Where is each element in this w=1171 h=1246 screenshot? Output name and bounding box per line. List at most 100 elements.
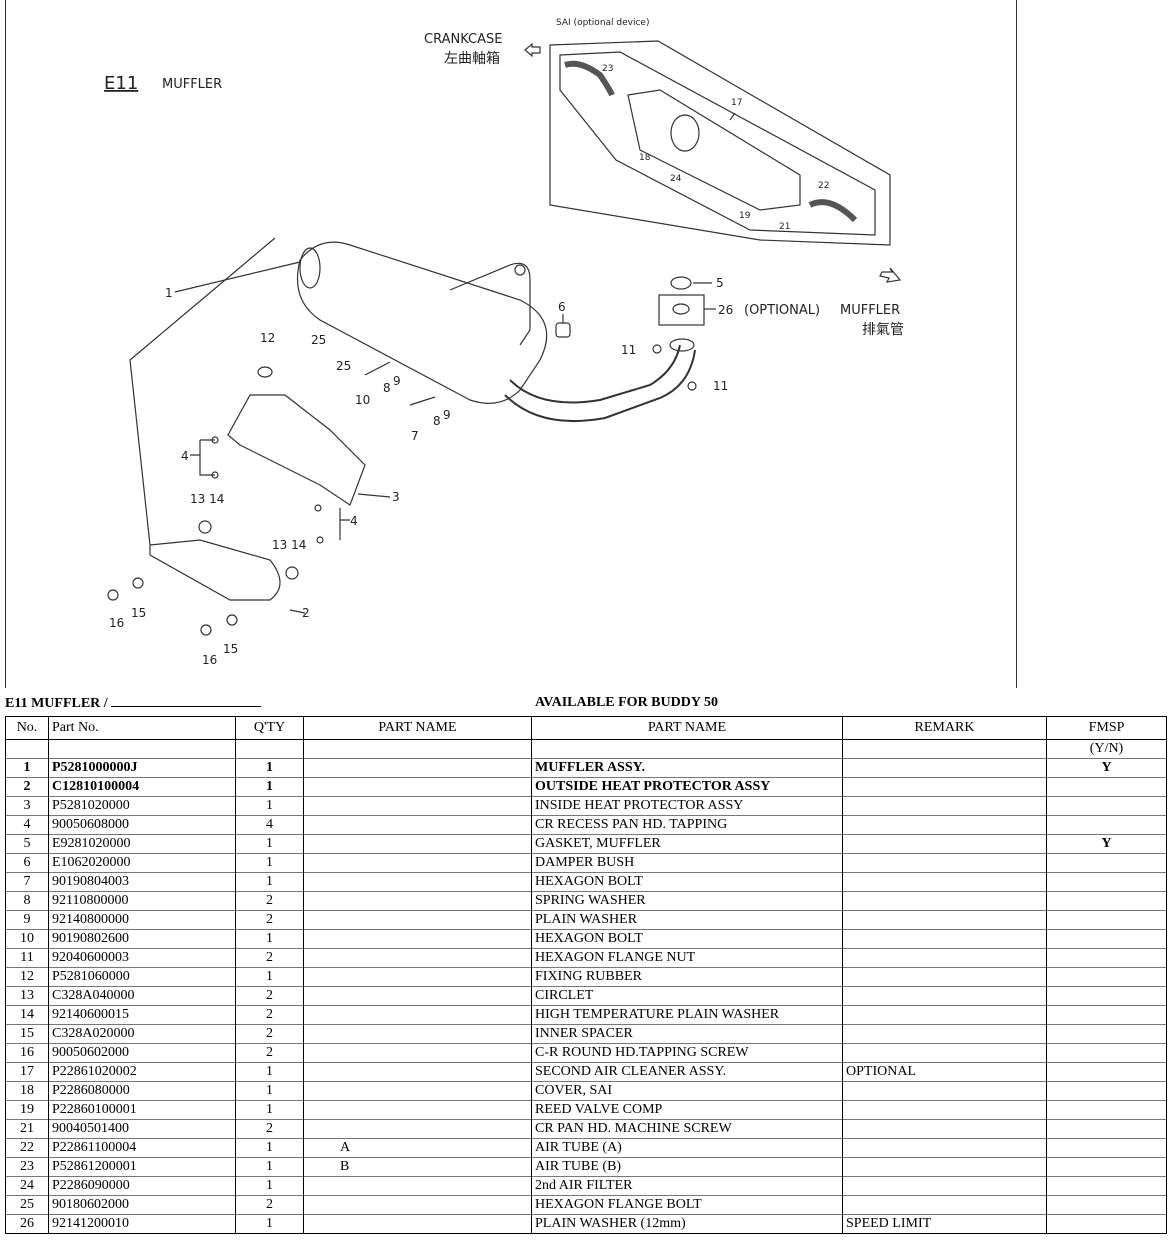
part-name-alt [303, 777, 532, 797]
callout: 1 [165, 286, 173, 300]
remark [842, 777, 1047, 797]
part-name-alt [303, 1176, 532, 1196]
row-no: 7 [5, 872, 49, 892]
fmsp [1046, 986, 1167, 1006]
callout: 23 [602, 64, 613, 74]
row-no: 6 [5, 853, 49, 873]
arrow-down-right-icon [879, 267, 902, 283]
quantity: 2 [235, 1043, 304, 1063]
callout: 17 [731, 98, 742, 108]
quantity: 2 [235, 986, 304, 1006]
part-number: C328A040000 [48, 986, 236, 1006]
fmsp [1046, 815, 1167, 835]
remark [842, 853, 1047, 873]
row-no: 8 [5, 891, 49, 911]
remark [842, 796, 1047, 816]
quantity: 1 [235, 1062, 304, 1082]
part-number: P5281060000 [48, 967, 236, 987]
part-name: INSIDE HEAT PROTECTOR ASSY [531, 796, 843, 816]
quantity: 1 [235, 1081, 304, 1101]
quantity: 1 [235, 796, 304, 816]
remark [842, 967, 1047, 987]
muffler-direction-label: MUFFLER [840, 303, 900, 318]
header-fmsp: FMSP [1046, 716, 1167, 740]
part-name-alt [303, 1214, 532, 1234]
quantity: 4 [235, 815, 304, 835]
quantity: 1 [235, 834, 304, 854]
row-no: 12 [5, 967, 49, 987]
quantity: 1 [235, 967, 304, 987]
part-name-alt [303, 1119, 532, 1139]
row-no: 14 [5, 1005, 49, 1025]
fmsp [1046, 1100, 1167, 1120]
quantity: 2 [235, 891, 304, 911]
fmsp [1046, 853, 1167, 873]
part-name: FIXING RUBBER [531, 967, 843, 987]
callout: 9 [393, 374, 401, 388]
callout: 15 [131, 606, 146, 620]
fmsp: Y [1046, 758, 1167, 778]
remark [842, 929, 1047, 949]
quantity: 2 [235, 1195, 304, 1215]
fmsp [1046, 1214, 1167, 1234]
part-number: E1062020000 [48, 853, 236, 873]
remark [842, 815, 1047, 835]
fmsp [1046, 1005, 1167, 1025]
part-number: E9281020000 [48, 834, 236, 854]
part-number: 90050602000 [48, 1043, 236, 1063]
fmsp [1046, 891, 1167, 911]
callout: 5 [716, 276, 724, 290]
part-name-alt [303, 853, 532, 873]
fmsp-yn: (Y/N) [1046, 739, 1167, 759]
quantity: 1 [235, 1157, 304, 1177]
header-part-name: PART NAME [531, 716, 843, 740]
row-no: 11 [5, 948, 49, 968]
header-remark: REMARK [842, 716, 1047, 740]
callout: 9 [443, 408, 451, 422]
part-number: 92040600003 [48, 948, 236, 968]
part-name: PLAIN WASHER [531, 910, 843, 930]
parts-table: No. Part No. Q'TY PART NAME PART NAME RE… [5, 716, 1167, 1234]
callout: 22 [818, 181, 829, 191]
part-name: C-R ROUND HD.TAPPING SCREW [531, 1043, 843, 1063]
remark [842, 986, 1047, 1006]
outside-heat-protector [149, 539, 281, 601]
row-no: 17 [5, 1062, 49, 1082]
callout: 19 [739, 211, 751, 221]
sheet-title: E11 MUFFLER / [5, 694, 262, 712]
quantity: 2 [235, 910, 304, 930]
callout: 11 [713, 379, 728, 393]
remark [842, 1024, 1047, 1044]
part-name: SPRING WASHER [531, 891, 843, 911]
part-name: COVER, SAI [531, 1081, 843, 1101]
fmsp [1046, 948, 1167, 968]
part-name-alt [303, 1195, 532, 1215]
callout: 16 [109, 616, 124, 630]
part-name: GASKET, MUFFLER [531, 834, 843, 854]
part-name-alt [303, 815, 532, 835]
part-number: P5281000000J [48, 758, 236, 778]
quantity: 1 [235, 1176, 304, 1196]
remark [842, 758, 1047, 778]
row-no: 19 [5, 1100, 49, 1120]
callout: 26 [718, 303, 733, 317]
part-name: CR PAN HD. MACHINE SCREW [531, 1119, 843, 1139]
row-no: 23 [5, 1157, 49, 1177]
header-qty: Q'TY [235, 716, 304, 740]
quantity: 1 [235, 1138, 304, 1158]
row-no: 15 [5, 1024, 49, 1044]
part-name: HEXAGON BOLT [531, 929, 843, 949]
part-number: 90050608000 [48, 815, 236, 835]
quantity: 2 [235, 1119, 304, 1139]
arrow-left-icon [524, 42, 541, 58]
table-header-row: No. Part No. Q'TY PART NAME PART NAME RE… [5, 716, 1167, 740]
quantity: 2 [235, 1024, 304, 1044]
fmsp [1046, 1195, 1167, 1215]
fmsp [1046, 872, 1167, 892]
